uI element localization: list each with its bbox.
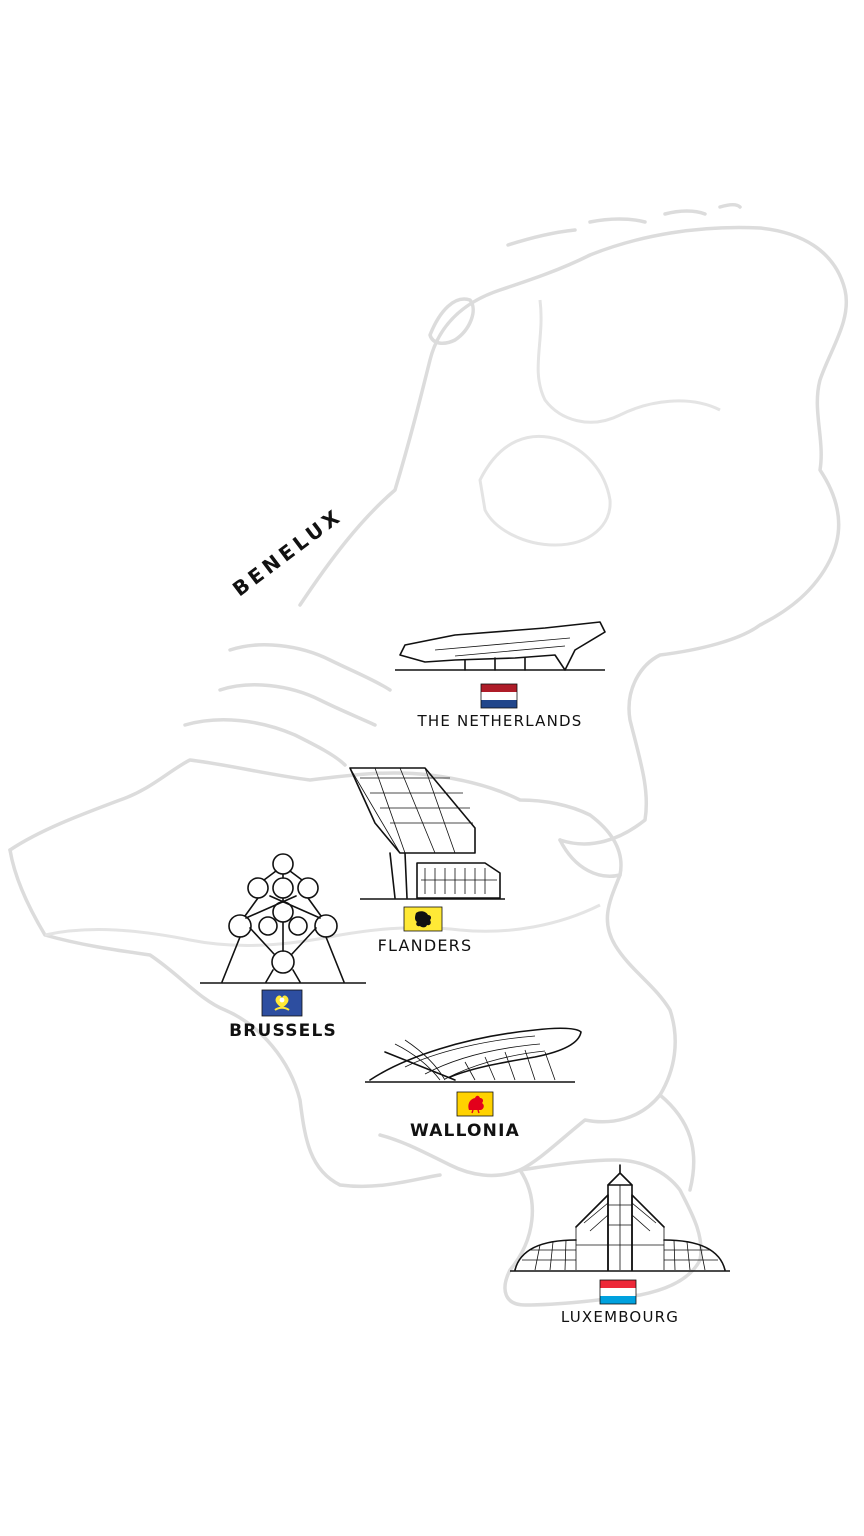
belgium-south — [8, 848, 442, 1189]
region-label-netherlands: THE NETHERLANDS — [417, 712, 583, 730]
wallonia-flag — [456, 1091, 494, 1117]
zeeland-delta — [183, 643, 392, 767]
brussels-flag — [261, 989, 303, 1017]
luxembourg-flag — [599, 1279, 637, 1305]
luxembourg-landmark-icon — [510, 1164, 730, 1272]
flanders-wallonia-line — [44, 903, 601, 947]
netherlands-landmark-icon — [395, 621, 606, 671]
region-label-wallonia: WALLONIA — [410, 1121, 520, 1141]
flanders-landmark-icon — [349, 767, 505, 900]
wadden-islands — [506, 203, 742, 247]
region-label-luxembourg: LUXEMBOURG — [560, 1308, 680, 1326]
brussels-landmark-icon — [200, 853, 366, 984]
region-label-flanders: FLANDERS — [377, 936, 473, 955]
region-label-brussels: BRUSSELS — [229, 1021, 337, 1041]
netherlands-border — [298, 225, 849, 846]
belgium-border — [8, 758, 677, 1178]
east-border — [558, 838, 696, 1192]
luxembourg-border — [503, 1158, 703, 1307]
map-borders — [8, 203, 849, 1307]
wallonia-landmark-icon — [365, 1027, 582, 1083]
north-holland-isle — [428, 297, 475, 346]
ijsselmeer — [478, 434, 612, 547]
netherlands-flag — [480, 683, 518, 709]
flanders-flag — [403, 906, 443, 932]
nl-internal — [536, 299, 721, 424]
